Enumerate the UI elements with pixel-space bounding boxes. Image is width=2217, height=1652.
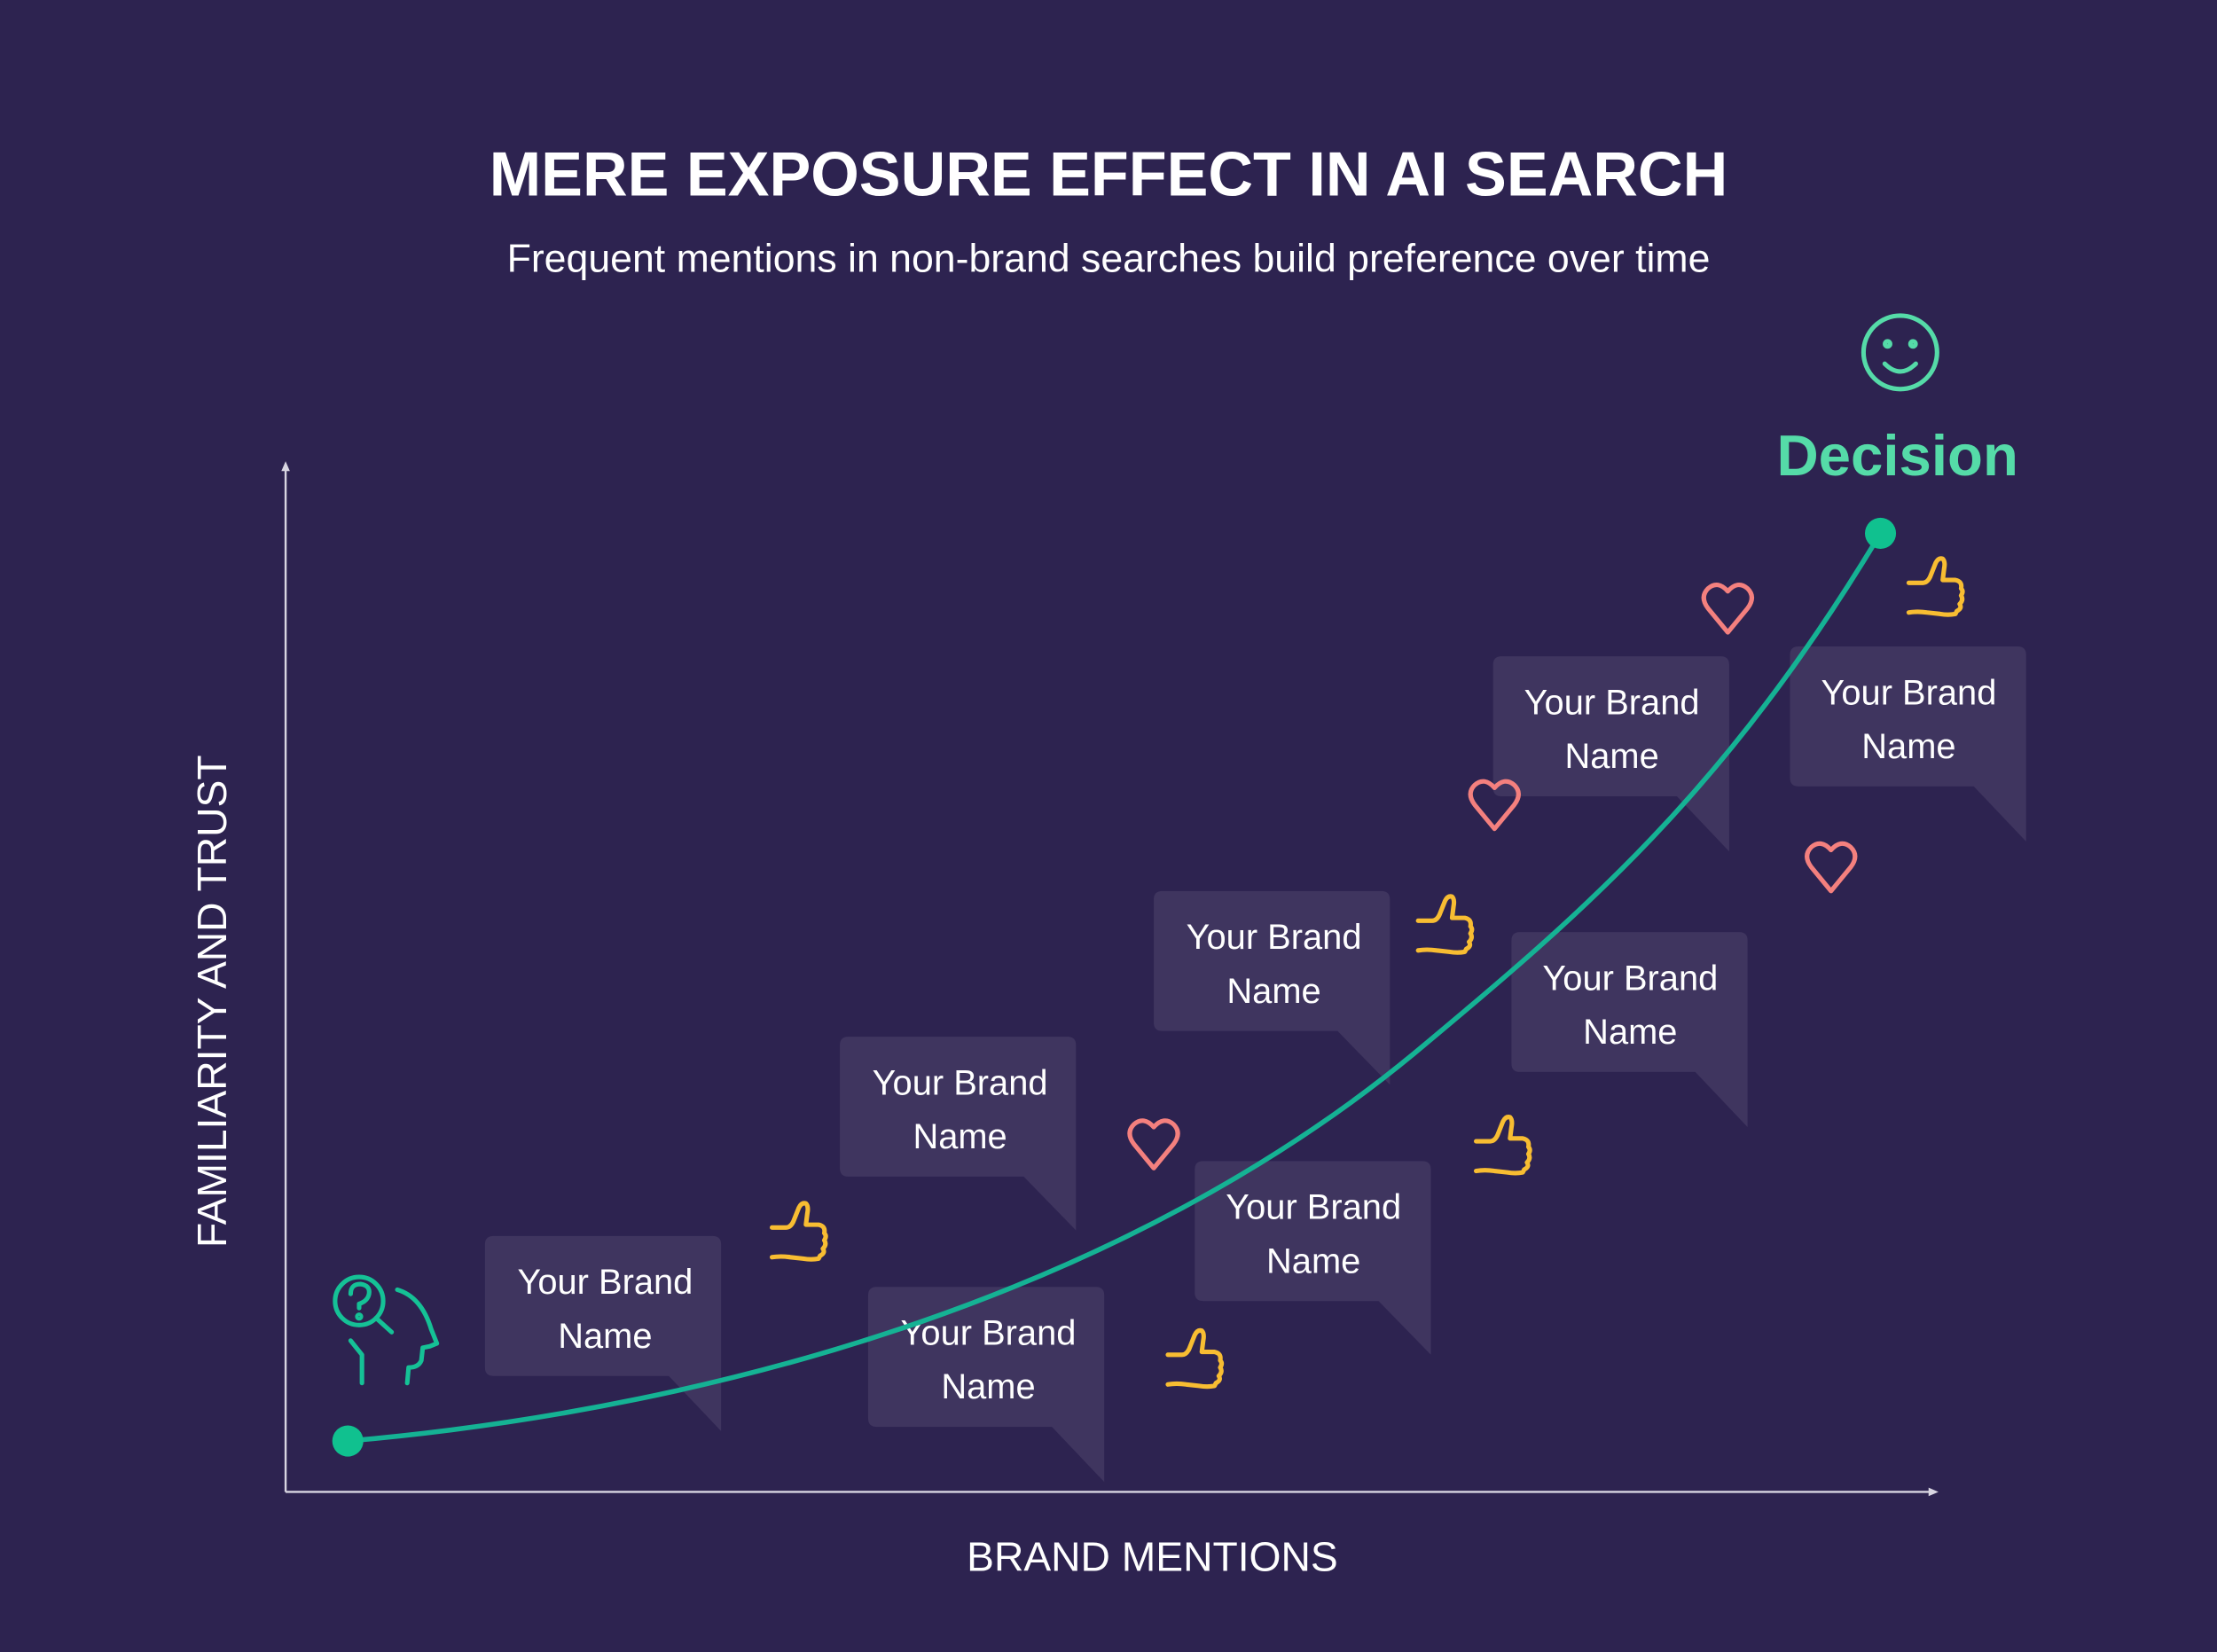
x-axis [286,1487,1939,1497]
bubble-line2: Name [1266,1241,1360,1280]
page-subtitle: Frequent mentions in non-brand searches … [507,238,1711,281]
bubble-line2: Name [558,1317,652,1356]
brand-bubble: Your Brand Name [484,1235,722,1431]
y-axis-label: FAMILIARITY AND TRUST [189,755,235,1248]
bubble-line1: Your Brand [1524,684,1700,723]
page-title: MERE EXPOSURE EFFECT IN AI SEARCH [490,138,1727,208]
head-question-search-icon [333,1274,440,1386]
decision-label: Decision [1776,423,2017,488]
thumbs-up-icon [1908,559,1962,615]
heart-icon [1704,585,1751,633]
bubble-line1: Your Brand [1226,1188,1401,1227]
brand-bubble: Your Brand Name [867,1287,1105,1483]
bubble-line2: Name [1226,972,1320,1011]
bubble-line2: Name [1861,727,1955,766]
bubble-line1: Your Brand [873,1063,1048,1102]
bubble-line2: Name [941,1367,1035,1406]
thumbs-up-icon [1418,896,1472,952]
thumbs-up-icon [1477,1117,1531,1173]
bubble-line1: Your Brand [1542,959,1718,998]
bubble-line2: Name [1564,737,1658,776]
bubble-line2: Name [913,1117,1007,1156]
y-axis [281,461,290,1492]
heart-icon [1807,843,1855,891]
brand-bubble: Your Brand Name [1790,646,2026,842]
thumbs-up-icon [772,1203,826,1259]
brand-bubble: Your Brand Name [1154,890,1391,1085]
growth-curve [345,530,1884,1444]
bubble-line1: Your Brand [1187,918,1362,957]
brand-bubble: Your Brand Name [1195,1161,1431,1355]
smiley-face-icon [1861,313,1939,392]
brand-bubble: Your Brand Name [840,1037,1077,1231]
bubble-line1: Your Brand [517,1263,693,1302]
x-axis-label: BRAND MENTIONS [967,1534,1338,1580]
heart-icon [1130,1121,1178,1169]
bubble-line2: Name [1583,1013,1677,1052]
end-point [1864,517,1897,549]
bubble-line1: Your Brand [1821,673,1996,712]
brand-bubble: Your Brand Name [1511,932,1748,1128]
thumbs-up-icon [1168,1330,1222,1386]
brand-bubble: Your Brand Name [1492,656,1729,852]
start-point [332,1425,364,1457]
